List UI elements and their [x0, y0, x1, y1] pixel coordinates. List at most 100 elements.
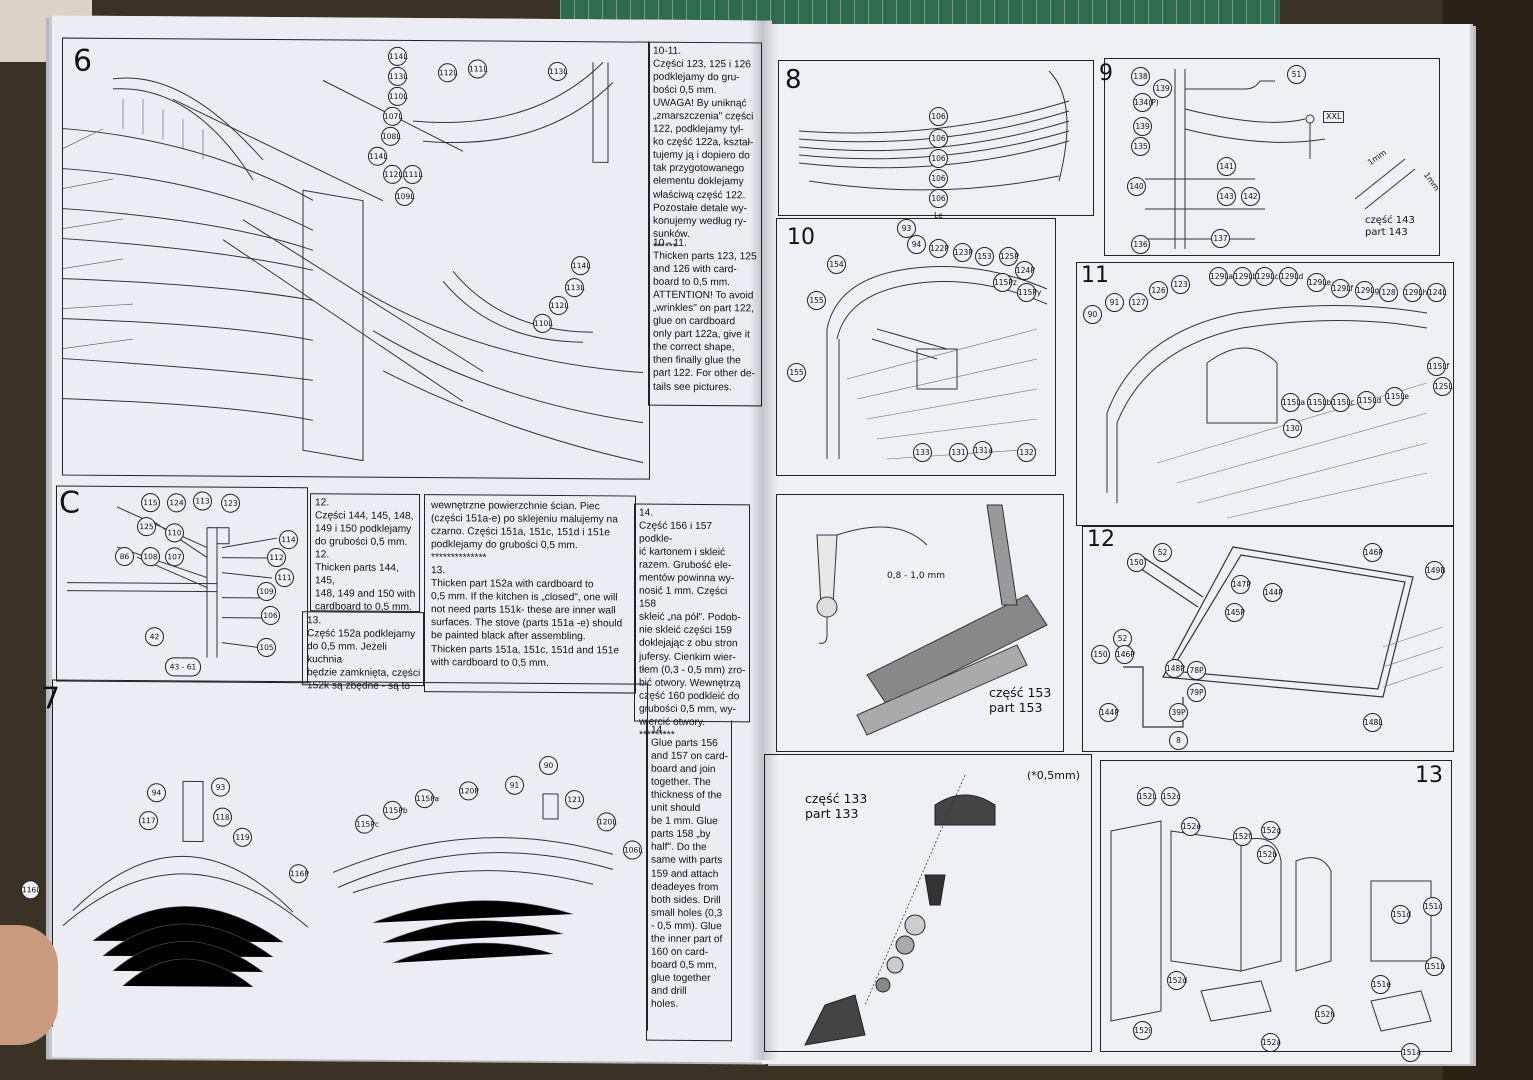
instructions-10-11-en: 10 - 11. Thicken parts 123, 125 and 126 …	[653, 237, 757, 393]
callout-79p: 79P	[1187, 683, 1206, 702]
callout-106ld: 106 Ld	[929, 169, 948, 200]
callout-129lg: 129Lg	[1355, 281, 1379, 300]
callout-106lb: 106 Lb	[929, 129, 948, 160]
callout-134p: 134(P)	[1133, 93, 1159, 112]
callout-115ld: 115Ld	[1357, 391, 1381, 410]
callout-111l-b: 111L	[403, 164, 423, 185]
callout-129lb: 129Lb	[1233, 267, 1257, 286]
callout-125l: 125L	[1433, 377, 1453, 396]
callout-114l-b: 114L	[368, 146, 388, 166]
half-mm-label: (*0,5mm)	[1027, 769, 1081, 782]
callout-139: 139	[1153, 79, 1172, 98]
galley-drawing	[1110, 820, 1432, 1032]
text-box-12: 12. Części 144, 145, 148, 149 i 150 podk…	[310, 493, 420, 614]
callout-146p: 146P	[1363, 543, 1383, 562]
callout-115lf: 115Lf	[1427, 357, 1449, 376]
step-11-panel: 11 90 91 127 126 123 129La 129Lb 129Lc 1…	[1076, 262, 1454, 526]
callout-86: 86	[115, 546, 134, 567]
callout-124: 124	[167, 493, 186, 513]
callout-106le: 106 Le	[929, 189, 948, 220]
callout-130: 130	[1283, 419, 1302, 438]
text-box-13-pl: 13. Część 152a podklejamy do 0,5 mm. Jeż…	[302, 611, 424, 692]
callout-114l: 114L	[388, 46, 408, 66]
callout-129lf: 129Lf	[1331, 279, 1353, 298]
step-number-12: 12	[1087, 527, 1115, 552]
step-8-panel: 8 106 La 106 Lb 106 Lc 106 Ld 106 Le	[778, 60, 1094, 220]
callout-151b: 151b	[1425, 957, 1445, 976]
callout-106l: 106L	[623, 840, 643, 860]
callout-120p: 120P	[459, 781, 479, 801]
callout-115lb: 115Lb	[1307, 393, 1331, 412]
callout-149b: 149B	[1425, 561, 1445, 580]
callout-128: 128	[1379, 283, 1398, 302]
callout-116p: 116P	[289, 864, 309, 884]
callout-115la: 115La	[1281, 393, 1305, 412]
callout-152e: 152e	[1181, 817, 1201, 836]
callout-142: 142	[1241, 187, 1260, 206]
part-133-panel: część 133 part 133 (*0,5mm)	[764, 754, 1092, 1052]
callout-144p: 144P	[1263, 583, 1283, 602]
callout-116l: 116L	[21, 880, 41, 900]
step-number-11: 11	[1081, 263, 1109, 288]
callout-152g: 152g	[1261, 821, 1281, 840]
crane-hook-drawing	[816, 504, 1048, 736]
instructions-10-11-pl: 10-11. Części 123, 125 i 126 podklejamy …	[653, 45, 754, 253]
callout-147p: 147P	[1231, 575, 1251, 594]
callout-106: 106	[261, 605, 280, 626]
callout-144p-b: 144P	[1099, 703, 1119, 722]
thumb	[0, 925, 58, 1045]
text-box-10-11: 10-11. Części 123, 125 i 126 podklejamy …	[648, 41, 762, 407]
callout-125: 125	[137, 517, 156, 537]
callout-155: 155	[807, 291, 826, 310]
callout-123p: 123P	[953, 243, 973, 262]
callout-151e: 151e	[1371, 975, 1391, 994]
callout-52: 52	[1153, 543, 1172, 562]
callout-151c: 151c	[1423, 897, 1442, 916]
callout-91: 91	[505, 775, 524, 795]
callout-135: 135	[1131, 137, 1150, 156]
callout-138: 138	[1131, 67, 1150, 86]
callout-115pa: 115Pa	[415, 789, 439, 809]
callout-94-r: 94	[907, 235, 926, 254]
callout-129le: 129Le	[1307, 273, 1331, 292]
right-page: 8 106 La 106 Lb 106 Lc 106 Ld 106 Le 9	[762, 24, 1470, 1064]
callout-42: 42	[145, 627, 164, 647]
step-number-13: 13	[1415, 763, 1443, 788]
step-6-panel: 6 114L 113L 110	[62, 37, 650, 480]
step-number-10: 10	[787, 225, 815, 250]
step-9-panel: 9 część 143 part 143 1mm 1mm XXL 138 139…	[1099, 58, 1441, 256]
instructions-12: 12. Części 144, 145, 148, 149 i 150 podk…	[315, 497, 416, 614]
callout-114l-c: 114L	[571, 256, 591, 276]
callout-115pb: 115Pb	[383, 800, 408, 820]
callout-115py: 115Py	[1017, 283, 1041, 302]
crane-post-drawing	[804, 774, 996, 1046]
callout-152i: 152i	[1133, 1021, 1152, 1040]
callout-125p: 125P	[999, 247, 1019, 266]
callout-93-r: 93	[897, 219, 916, 238]
callout-140: 140	[1127, 177, 1146, 196]
step-13-panel: 13 152L 152c 152e 152f 152g 152b 151c 15…	[1100, 760, 1452, 1062]
callout-52-b: 52	[1113, 629, 1132, 648]
callout-113: 113	[193, 491, 212, 511]
part-143-label: część 143 part 143	[1365, 215, 1415, 238]
callout-124p: 124P	[1015, 261, 1035, 280]
callout-132: 132	[1017, 443, 1036, 462]
callout-123-r: 123	[1171, 275, 1190, 294]
callout-112l-b: 112L	[383, 164, 403, 184]
callout-129lh: 129Lh	[1403, 283, 1427, 302]
callout-115pz: 115Pz	[993, 273, 1017, 292]
callout-139-b: 139	[1133, 117, 1152, 136]
hull-drawing	[62, 61, 644, 464]
callout-93: 93	[211, 777, 230, 797]
callout-154: 154	[827, 255, 846, 274]
text-box-14: 14. Część 156 i 157 podkle- ić kartonem …	[634, 503, 750, 741]
part-153-label: część 153 part 153	[989, 685, 1052, 715]
step-number-9: 9	[1099, 61, 1113, 86]
instructions-14-pl: 14. Część 156 i 157 podkle- ić kartonem …	[639, 507, 746, 741]
callout-78p: 78P	[1187, 661, 1206, 680]
callout-108l: 108L	[381, 126, 401, 146]
callout-111: 111	[275, 568, 294, 588]
callout-110l: 110L	[388, 86, 408, 106]
callout-126: 126	[1149, 281, 1168, 300]
callout-146p-b: 146P	[1115, 645, 1135, 664]
